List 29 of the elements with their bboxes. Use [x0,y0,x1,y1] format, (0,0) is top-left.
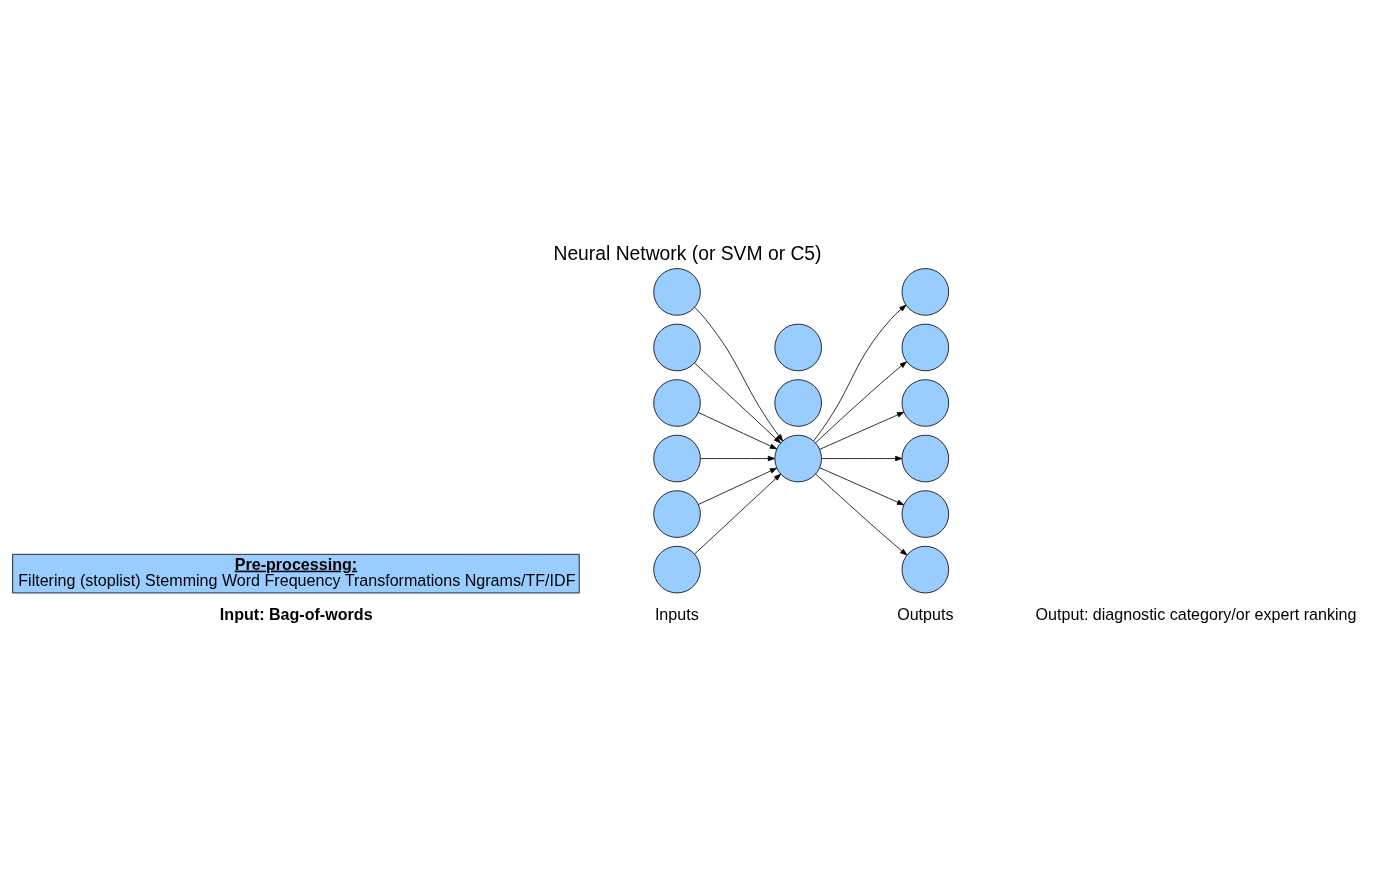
node-circle [653,378,701,427]
arrow [694,473,781,554]
node-circle [774,323,822,371]
node-circle [653,267,701,316]
node-circle [653,323,701,371]
label: Input: Bag-of-words [219,604,373,623]
label: Output: diagnostic category/or expert ranking [1035,604,1357,623]
node-circle [653,489,701,538]
arrow [698,467,778,505]
arrow [821,455,903,461]
arrow [815,473,908,555]
arrow [700,455,776,461]
node-circle [901,489,950,538]
node-circle [901,434,950,482]
node-circle [653,545,701,593]
arrow [815,360,907,443]
node-circle [901,378,950,427]
node-circle [653,434,701,482]
diagram-title: Neural Network (or SVM or C5) [553,242,822,264]
arrow [694,362,781,443]
arrow [819,466,905,505]
node-box: Pre-processing: Filtering (stoplist) Stemming Word Frequency Transformations Ngrams/TF/IDF [12,553,580,593]
arrow [819,411,905,450]
node-circle [774,378,822,427]
arrow [698,411,778,449]
arrow [694,306,784,441]
arrow [813,304,907,441]
label: Outputs [897,604,954,623]
label: Inputs [654,604,699,623]
